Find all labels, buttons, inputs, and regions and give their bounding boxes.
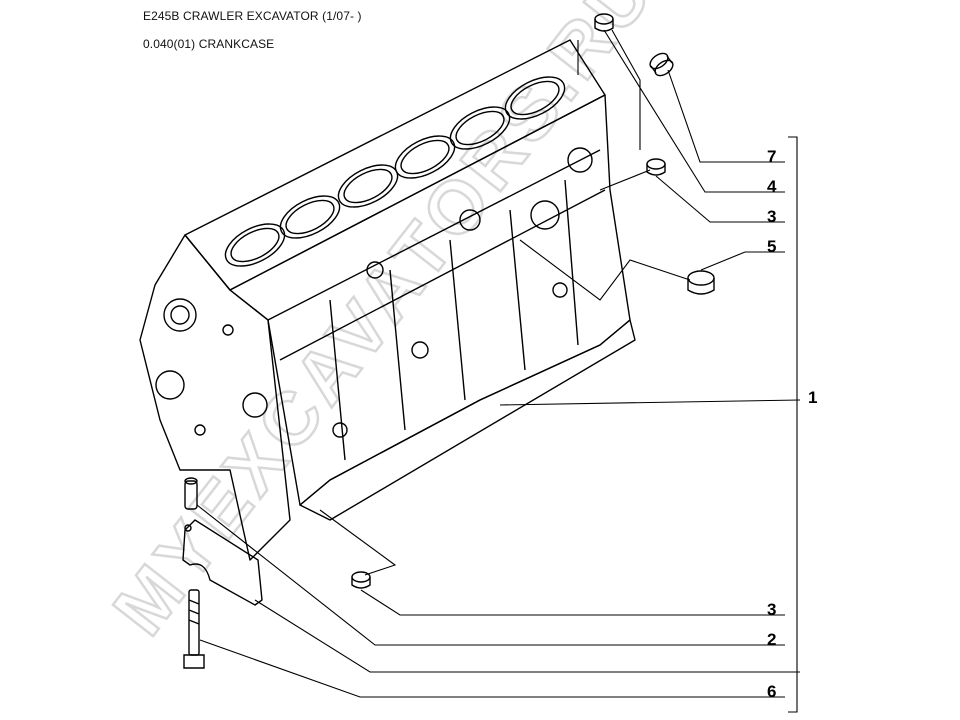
bolt-part-6 <box>183 589 205 669</box>
callout-7: 7 <box>767 147 776 166</box>
crankcase-block <box>139 39 636 561</box>
plug-part-5 <box>687 270 715 295</box>
callout-4: 4 <box>767 177 777 196</box>
callout-1: 1 <box>808 388 817 407</box>
callout-2: 2 <box>767 630 776 649</box>
dowel-pin-part-2 <box>184 477 198 510</box>
plug-part-3-upper <box>646 158 666 176</box>
callout-3-lower: 3 <box>767 600 776 619</box>
leader-lines <box>196 29 801 698</box>
diagram-subtitle: 0.040(01) CRANKCASE <box>143 37 275 51</box>
callout-6: 6 <box>767 682 776 701</box>
assembly-bracket <box>788 136 798 713</box>
plug-part-3-lower <box>351 571 371 589</box>
diagram-title: E245B CRAWLER EXCAVATOR (1/07- ) <box>143 9 362 23</box>
plug-part-7 <box>649 52 674 77</box>
callout-3-upper: 3 <box>767 207 776 226</box>
callout-5: 5 <box>767 237 776 256</box>
main-bearing-cap <box>182 519 263 606</box>
